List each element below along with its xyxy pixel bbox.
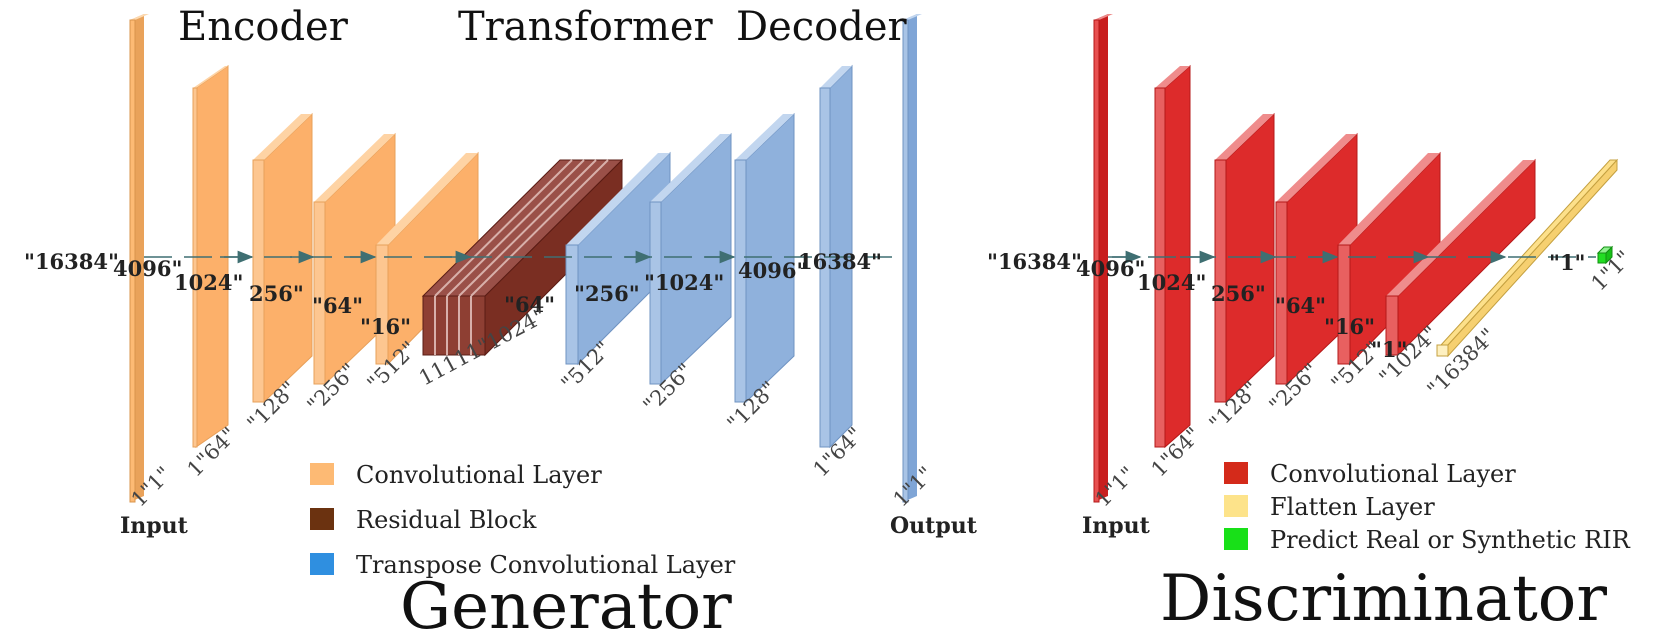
encoder-conv-2 [252, 112, 313, 404]
disc-dim-5: "16" [1324, 314, 1375, 339]
gen-dim-7: "256" [574, 281, 640, 306]
disc-dim-6: "1" [1371, 337, 1408, 362]
generator-output-layer [902, 14, 922, 503]
legend-label-residual: Residual Block [356, 506, 537, 534]
disc-dim-2: 1024" [1137, 270, 1206, 295]
gen-dim-6: "64" [504, 292, 555, 317]
legend-swatch-disc-conv [1224, 462, 1248, 484]
decoder-label: Decoder [736, 4, 908, 50]
disc-dim-input: "16384" [987, 249, 1082, 274]
discriminator-title: Discriminator [1160, 562, 1607, 631]
gen-dim-4: "64" [312, 293, 363, 318]
legend-swatch-conv [310, 463, 334, 485]
gen-dim-9: 4096" [738, 258, 807, 283]
decoder-tconv-3 [734, 112, 795, 404]
disc-conv-2 [1214, 112, 1275, 404]
generator-title: Generator [400, 570, 732, 631]
legend-label-disc-conv: Convolutional Layer [1270, 460, 1516, 488]
gen-dim-1: 4096" [113, 256, 182, 281]
generator-legend: Convolutional Layer Residual Block Trans… [310, 461, 736, 579]
legend-label-conv: Convolutional Layer [356, 461, 602, 489]
disc-dim-4: "64" [1275, 293, 1326, 318]
generator: Encoder Transformer Decoder "16384" 4096… [24, 4, 978, 631]
gen-dim-8: "1024" [644, 270, 724, 295]
legend-swatch-transpose [310, 553, 334, 575]
disc-input-layer [1093, 14, 1113, 503]
disc-dim-3: 256" [1211, 281, 1266, 306]
disc-input-label: Input [1082, 513, 1151, 539]
legend-label-flatten: Flatten Layer [1270, 493, 1435, 521]
disc-output-cube [1596, 245, 1614, 265]
legend-swatch-predict [1224, 528, 1248, 550]
disc-flatten-layer [1436, 158, 1619, 358]
disc-dim-7: "1" [1549, 250, 1586, 275]
disc-dim-1: 4096" [1076, 256, 1145, 281]
gen-dim-2: 1024" [174, 270, 243, 295]
legend-swatch-flatten [1224, 495, 1248, 517]
gen-ch-10: 1"1" [889, 462, 939, 512]
legend-label-transpose: Transpose Convolutional Layer [356, 551, 736, 579]
disc-ch-7: 1"1" [1587, 246, 1637, 296]
gen-dim-10: 16384" [798, 249, 882, 274]
disc-conv-1 [1154, 64, 1191, 449]
transformer-label: Transformer [458, 4, 714, 50]
gen-dim-3: 256" [249, 281, 304, 306]
legend-swatch-residual [310, 508, 334, 530]
generator-input-label: Input [120, 513, 189, 539]
disc-conv-4 [1337, 151, 1441, 366]
gen-dim-5: "16" [360, 314, 411, 339]
gen-dim-input: "16384" [24, 249, 119, 274]
decoder-tconv-1 [565, 151, 671, 366]
generator-output-label: Output [890, 513, 978, 539]
legend-label-predict: Predict Real or Synthetic RIR [1270, 526, 1631, 554]
discriminator-legend: Convolutional Layer Flatten Layer Predic… [1224, 460, 1631, 554]
decoder-tconv-2 [649, 132, 732, 386]
encoder-label: Encoder [178, 4, 349, 50]
generator-input-layer [129, 14, 149, 503]
discriminator: "16384" 4096" 1024" 256" "64" "16" "1" "… [987, 14, 1636, 631]
